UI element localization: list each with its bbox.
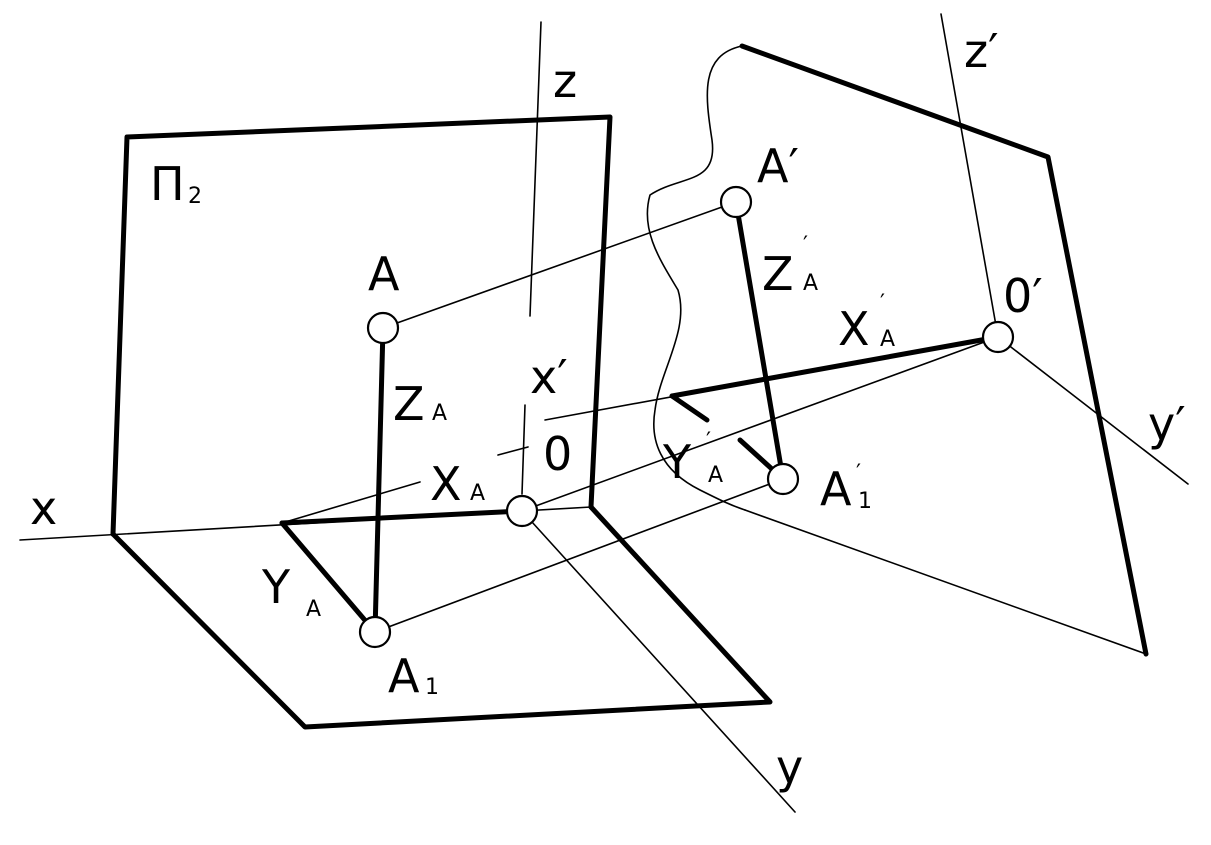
label-a1: A	[388, 649, 420, 703]
projecting-ray-origin	[521, 336, 999, 512]
label-x-a-prime: X	[838, 302, 870, 356]
label-y-a-prime-sub: A	[708, 463, 723, 488]
point-a-prime	[719, 185, 753, 219]
y-a-segment	[279, 520, 378, 635]
point-a	[366, 311, 400, 345]
label-x-a: X	[430, 457, 462, 511]
picture-plane-top-right-edge	[739, 43, 1149, 657]
label-pi-sub: 2	[188, 184, 202, 209]
z-prime-axis	[940, 13, 999, 338]
label-x: x	[30, 481, 57, 535]
label-x-a-sub: A	[470, 481, 485, 506]
point-a1	[358, 615, 392, 649]
label-x-prime: x′	[530, 350, 568, 404]
label-y-a-prime-mark: ′	[706, 429, 711, 454]
picture-plane-wavy-edge	[646, 45, 746, 511]
x-a-segment	[279, 508, 525, 526]
projecting-ray-x-dashed-2	[497, 446, 529, 456]
projecting-ray-a1	[374, 478, 784, 633]
z-axis-lower	[521, 404, 526, 495]
horizontal-plane-outline	[110, 504, 773, 730]
label-a1-sub: 1	[425, 675, 439, 700]
projecting-ray-a	[382, 201, 737, 329]
label-z-a-prime-mark: ′	[803, 233, 808, 258]
label-y-a: Y	[261, 560, 291, 614]
label-origin-prime: 0′	[1003, 269, 1043, 323]
label-x-a-prime-mark: ′	[880, 291, 885, 316]
label-a1-prime-sub: 1	[858, 489, 872, 514]
point-origin	[505, 494, 539, 528]
label-origin: 0	[543, 427, 572, 481]
label-a-prime: A′	[757, 139, 799, 193]
y-axis	[521, 510, 796, 813]
plane-pi2-outline	[110, 114, 613, 537]
picture-plane-bottom-edge	[744, 509, 1147, 655]
label-pi: Π	[150, 157, 185, 211]
label-z-a: Z	[393, 377, 425, 431]
label-y-prime: y′	[1148, 397, 1186, 451]
label-z-a-prime-sub: A	[803, 271, 818, 296]
label-z-a-sub: A	[432, 401, 447, 426]
y-a-prime-segment-1	[669, 393, 710, 423]
label-y-a-prime: Y	[662, 435, 692, 489]
label-y-a-sub: A	[306, 597, 321, 622]
label-y: y	[776, 740, 803, 794]
point-origin-prime	[981, 320, 1015, 354]
z-a-prime-segment	[733, 199, 786, 482]
y-prime-axis	[997, 336, 1189, 485]
z-axis	[529, 21, 542, 317]
label-z: z	[553, 54, 577, 108]
z-a-segment	[372, 325, 386, 635]
label-a1-prime: A	[820, 462, 852, 516]
label-a: A	[368, 247, 400, 301]
label-a1-prime-mark: ′	[856, 461, 861, 486]
label-x-a-prime-sub: A	[880, 327, 895, 352]
x-a-prime-segment	[669, 334, 1001, 399]
label-z-a-prime: Z	[762, 247, 794, 301]
projecting-ray-x-dashed-1	[281, 481, 421, 524]
point-a1-prime	[766, 462, 800, 496]
label-z-prime: z′	[964, 24, 999, 78]
